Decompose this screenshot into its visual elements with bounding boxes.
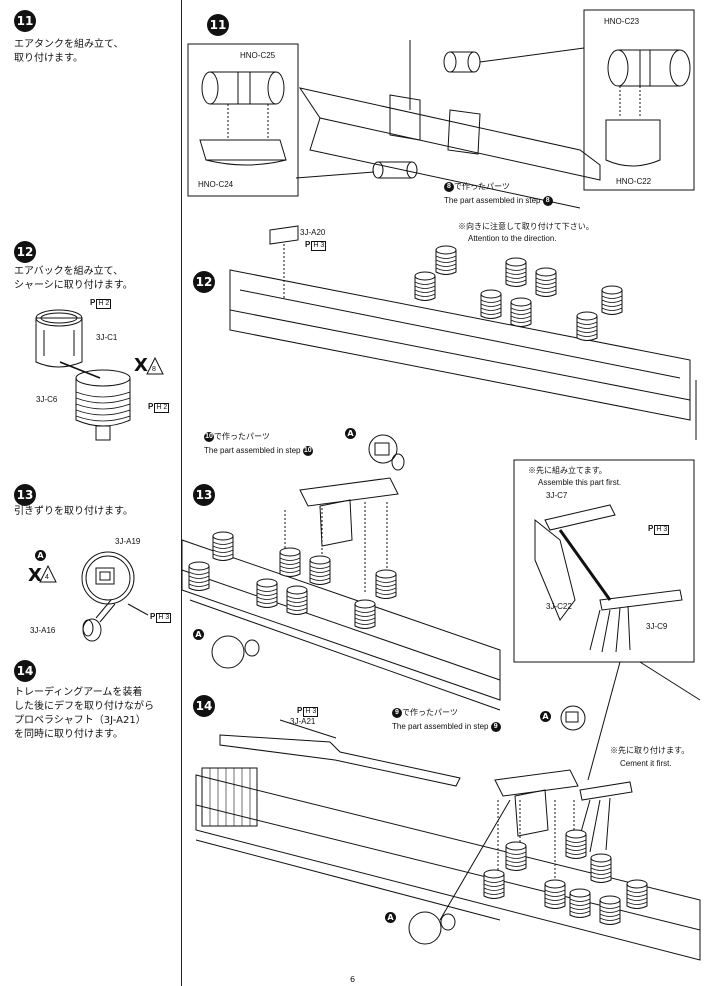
air-bag-13-2	[279, 547, 301, 577]
air-bag-12-7	[576, 311, 598, 341]
inset-box-c25-c24	[187, 43, 299, 197]
air-bag-14-4	[590, 853, 612, 883]
part-label-3j-a21: 3J-A21	[290, 717, 316, 726]
part-label-3j-a16: 3J-A16	[30, 626, 56, 635]
step-14-diagram-number: 14	[193, 695, 215, 717]
inset-note-en: Assemble this part first.	[538, 478, 622, 487]
part-label-hno-c25: HNO-C25	[240, 51, 276, 60]
quantity-count-8: 8	[152, 366, 156, 373]
air-bag-12-2	[535, 267, 557, 297]
air-bag-13-0	[212, 531, 234, 561]
air-bag-12-0	[435, 245, 457, 275]
step-13-number: 13	[14, 484, 36, 506]
marker-a-13-bottom: A	[193, 624, 204, 643]
inset-box-trailing-arm	[513, 459, 695, 663]
step-13-text-line-1: 引きずりを取り付けます。	[14, 506, 133, 517]
step13-ref-jp: 10で作ったパーツ	[204, 432, 270, 442]
part-label-hno-c24: HNO-C24	[198, 180, 234, 189]
air-bag-13-1	[188, 561, 210, 591]
step13-ref-en: The part assembled in step 10	[204, 446, 313, 456]
tow-hook-illustration	[81, 551, 149, 642]
part-label-3j-c7: 3J-C7	[546, 491, 568, 500]
air-bag-13-3	[309, 555, 331, 585]
air-bag-14-5	[569, 888, 591, 918]
step-14-text-line-2: した後にデフを取り付けながら	[14, 701, 154, 712]
step-11-text-line-1: エアタンクを組み立て、	[14, 39, 124, 50]
air-bag-14-6	[599, 895, 621, 925]
marker-a-13-top: A	[345, 423, 356, 442]
part-label-hno-c22: HNO-C22	[616, 177, 652, 186]
page-number: 6	[350, 975, 356, 984]
part-label-3j-a19: 3J-A19	[115, 537, 141, 546]
air-bag-13-5	[286, 585, 308, 615]
part-label-3j-c6: 3J-C6	[36, 395, 58, 404]
step-11-number: 11	[14, 10, 36, 32]
air-bag-14-2	[483, 869, 505, 899]
step-12-number: 12	[14, 241, 36, 263]
air-bag-illustration	[35, 309, 131, 441]
step-14-text-line-4: を同時に取り付けます。	[14, 729, 123, 740]
step12-note-en: Attention to the direction.	[468, 234, 557, 243]
air-bag-13-4	[256, 578, 278, 608]
step11-ref-en: The part assembled in step 8	[444, 196, 553, 206]
step12-note-jp: ※向きに注意して取り付けて下さい。	[458, 222, 594, 231]
part-label-3j-c1: 3J-C1	[96, 333, 118, 342]
step14-ref-en: The part assembled in step 9	[392, 722, 501, 732]
step-12-text-line-1: エアバックを組み立て、	[14, 266, 124, 277]
step-11-text-line-2: 取り付けます。	[14, 53, 83, 64]
part-label-hno-c23: HNO-C23	[604, 17, 640, 26]
marker-a-left: A	[35, 545, 46, 564]
air-bag-14-1	[565, 829, 587, 859]
air-bag-12-6	[601, 285, 623, 315]
step-14-number: 14	[14, 660, 36, 682]
air-bag-13-7	[354, 599, 376, 629]
marker-a-14-bottom: A	[385, 907, 396, 926]
air-bags-step13	[188, 531, 397, 629]
column-divider	[181, 0, 182, 986]
step-12-text-line-2: シャーシに取り付けます。	[14, 280, 133, 291]
inset-note-jp: ※先に組み立てます。	[528, 466, 607, 475]
part-label-3j-c22: 3J-C22	[546, 602, 572, 611]
step-13-diagram-number: 13	[193, 484, 215, 506]
air-bag-12-5	[510, 297, 532, 327]
step-11-diagram-number: 11	[207, 14, 229, 36]
quantity-count-4: 4	[45, 574, 49, 581]
part-label-3j-a20: 3J-A20	[300, 228, 326, 237]
cement-note-jp: ※先に取り付けます。	[610, 746, 690, 755]
step-14-text-line-1: トレーディングアームを装着	[14, 687, 143, 698]
air-bag-12-1	[505, 257, 527, 287]
marker-a-14-top: A	[540, 706, 551, 725]
quantity-x-mark: X	[134, 355, 148, 376]
air-bag-14-3	[544, 879, 566, 909]
quantity-x-mark-13: X	[28, 565, 42, 586]
air-bag-12-3	[414, 271, 436, 301]
air-bag-12-4	[480, 289, 502, 319]
air-bag-14-7	[626, 879, 648, 909]
air-bag-13-6	[375, 569, 397, 599]
air-bags-step12	[414, 245, 623, 341]
air-bags-step14	[483, 829, 648, 925]
part-label-3j-c9: 3J-C9	[646, 622, 668, 631]
air-bag-14-0	[505, 841, 527, 871]
step-12-diagram-number: 12	[193, 271, 215, 293]
inset-box-c23-c22	[583, 9, 695, 191]
step-14-text-line-3: プロペラシャフト（3J-A21）	[14, 715, 146, 726]
cement-note-en: Cement it first.	[620, 759, 672, 768]
